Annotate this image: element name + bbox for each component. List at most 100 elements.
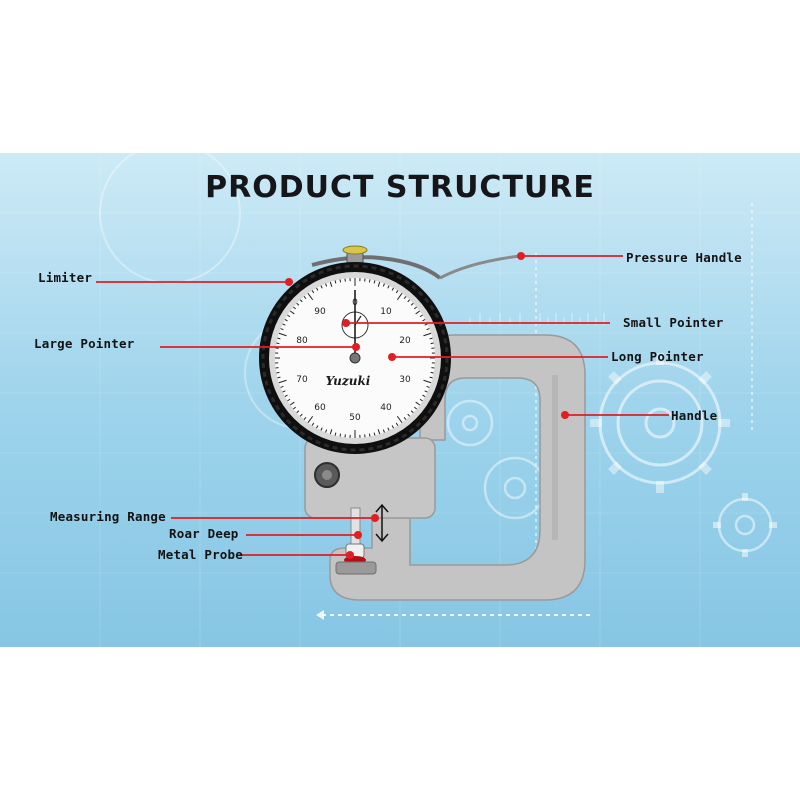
dial-tick: [377, 281, 381, 287]
dial-tick: [426, 385, 430, 388]
dial-tick: [429, 376, 433, 379]
dial-tick: [429, 337, 433, 340]
dial-tick: [280, 328, 284, 331]
dial-tick: [387, 427, 390, 431]
label-large-pointer: Large Pointer: [34, 336, 135, 351]
dial-tick: [284, 394, 288, 397]
dial-tick: [422, 319, 426, 322]
dial-tick: [293, 406, 296, 410]
dial-tick: [307, 415, 314, 424]
spindle: [350, 507, 361, 547]
dial-tick: [395, 290, 399, 294]
label-measuring-range: Measuring Range: [50, 509, 166, 524]
dial-tick: [396, 292, 403, 301]
dial-tick: [311, 290, 315, 294]
dial-tick: [296, 302, 300, 306]
label-pressure-handle: Pressure Handle: [626, 250, 742, 265]
dial-tick: [329, 281, 333, 287]
dial-tick: [282, 390, 286, 393]
dial-tick: [299, 299, 303, 303]
label-roar-deep: Roar Deep: [169, 526, 239, 541]
dial-tick: [280, 385, 284, 388]
dial-tick: [329, 429, 333, 435]
dial-tick: [368, 433, 371, 437]
leader-lines: [96, 255, 669, 556]
gauge-frame: [329, 334, 586, 601]
label-long-pointer: Long Pointer: [611, 349, 704, 364]
dial-tick: [422, 394, 426, 397]
dial-tick: [284, 319, 288, 322]
dial-tick: [287, 314, 291, 318]
dial-tick: [373, 280, 376, 284]
dial-tick: [396, 415, 403, 424]
dial-tick: [415, 401, 421, 406]
dial-number: 80: [296, 336, 308, 346]
dial-tick: [419, 314, 423, 318]
gear-icon: [590, 353, 730, 493]
dial-tick: [339, 279, 342, 283]
dial-tick: [391, 287, 394, 291]
dial-tick: [289, 310, 295, 315]
label-metal-probe: Metal Probe: [158, 547, 243, 562]
dial-tick: [387, 285, 390, 289]
dial-number: 70: [296, 375, 308, 385]
brand-logo: Yuzuki: [326, 374, 371, 388]
dial-tick: [289, 401, 295, 406]
leader-dots: [285, 252, 569, 559]
dial-tick: [382, 429, 385, 433]
dial-tick: [293, 306, 296, 310]
dial-tick: [395, 422, 399, 426]
label-handle: Handle: [671, 408, 718, 423]
dial-number: 30: [399, 375, 411, 385]
dial-tick: [334, 432, 337, 436]
measuring-range-arrow: [375, 503, 389, 543]
dial-tick: [277, 337, 281, 340]
dial-tick: [277, 376, 281, 379]
dial-tick: [424, 323, 428, 326]
dial-tick: [320, 285, 323, 289]
dial-tick: [320, 427, 323, 431]
dial-tick: [307, 292, 314, 301]
dial-tick: [382, 283, 385, 287]
dial-tick: [377, 429, 381, 435]
dial-number: 90: [314, 307, 326, 317]
label-limiter: Limiter: [38, 270, 93, 285]
dial-tick: [403, 296, 407, 299]
dial-tick: [415, 310, 421, 315]
dial-tick: [430, 371, 434, 374]
dial-tick: [276, 371, 280, 374]
dial-number: 40: [380, 403, 392, 413]
dial-tick: [414, 306, 417, 310]
dial-tick: [391, 425, 394, 429]
dial-tick: [410, 410, 414, 414]
label-small-pointer: Small Pointer: [623, 315, 724, 330]
dial-tick: [407, 413, 411, 417]
dial-tick: [303, 417, 307, 420]
dial-tick: [410, 302, 414, 306]
dial-tick: [419, 398, 423, 402]
dial-tick: [339, 433, 342, 437]
dial-tick: [403, 417, 407, 420]
pressure-handle-lever: [311, 255, 442, 280]
dial-tick: [407, 299, 411, 303]
dial-tick: [426, 328, 430, 331]
dial-tick: [325, 283, 328, 287]
dial-tick: [414, 406, 417, 410]
dial-number: 10: [380, 307, 392, 317]
dial-tick: [423, 332, 432, 337]
dial-tick: [276, 342, 280, 345]
dial-tick: [373, 432, 376, 436]
dial-number: 50: [349, 413, 361, 423]
page-title: PRODUCT STRUCTURE: [205, 170, 595, 205]
dial-tick: [316, 425, 319, 429]
dial-tick: [296, 410, 300, 414]
dial-tick: [303, 296, 307, 299]
dial-tick: [278, 379, 287, 384]
dial-tick: [299, 413, 303, 417]
dial-tick: [430, 342, 434, 345]
dial-tick: [334, 280, 337, 284]
lower-anvil: [335, 561, 377, 575]
gear-icon: [713, 493, 777, 557]
